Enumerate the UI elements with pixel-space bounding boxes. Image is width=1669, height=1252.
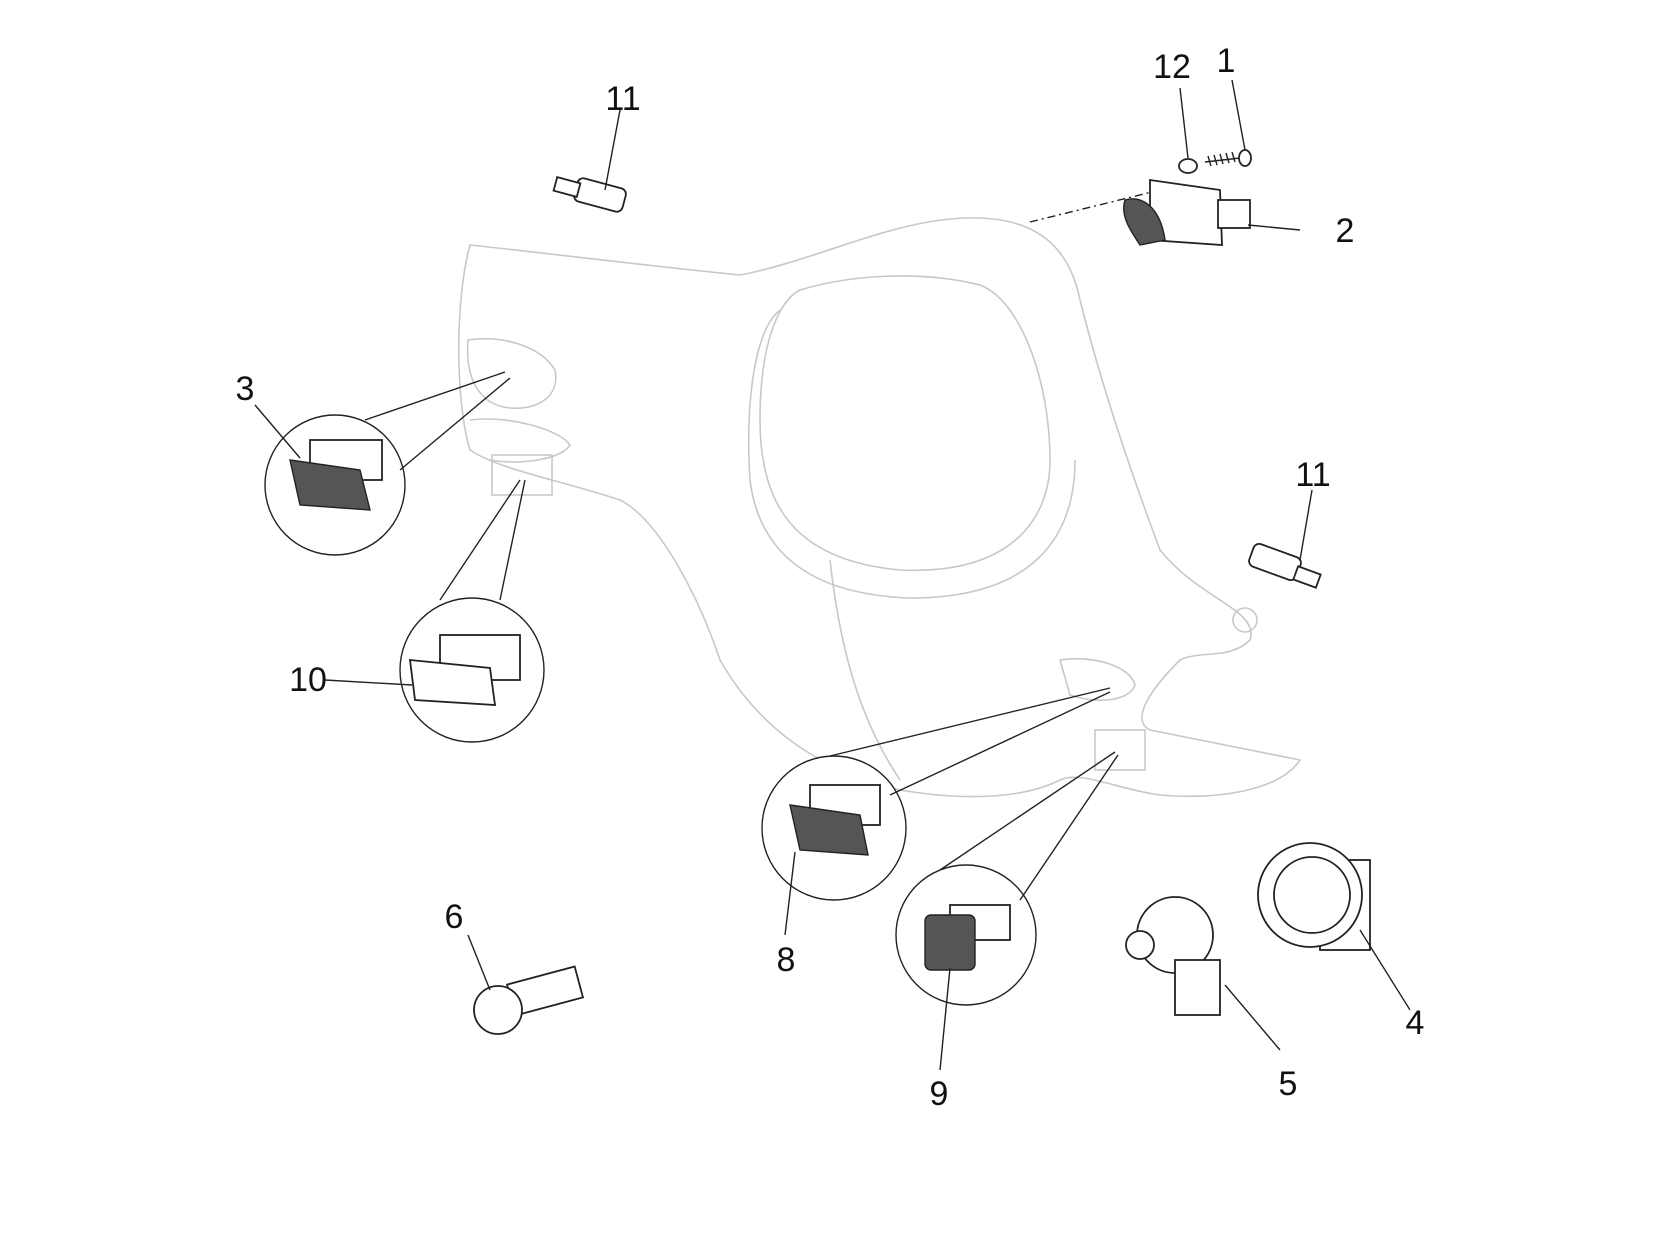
callout-leader-lines [254,79,1411,1071]
part-11-top-sensor[interactable] [552,176,628,213]
part-12-washer[interactable] [1178,158,1198,174]
callout-labels: 11 12 1 2 3 11 10 6 8 9 5 4 [236,42,1425,1113]
callout-2: 2 [1336,212,1355,250]
callout-8: 8 [777,941,796,979]
callout-4: 4 [1406,1004,1425,1042]
inset-leader-lines [364,189,1161,901]
part-10-switch[interactable] [408,634,521,706]
callout-1: 1 [1217,42,1236,80]
part-1-screw[interactable] [1204,149,1252,167]
part-8-switch[interactable] [789,784,881,856]
callout-11-right: 11 [1295,456,1330,494]
part-4-ring[interactable] [1257,842,1371,951]
part-5-ignition-switch[interactable] [1125,896,1221,1016]
callout-11-top: 11 [605,80,640,118]
part-9-switch[interactable] [924,904,1011,971]
callout-3: 3 [236,370,255,408]
callout-6: 6 [445,898,464,936]
part-2-switch[interactable] [1123,178,1251,246]
callout-5: 5 [1279,1065,1298,1103]
callout-10: 10 [289,661,327,699]
part-11-right-sensor[interactable] [1247,542,1322,589]
part-6-socket[interactable] [473,965,585,1035]
callout-9: 9 [930,1075,949,1113]
callout-12: 12 [1153,48,1191,86]
handlebar-cover-outline [457,217,1302,798]
part-3-switch[interactable] [289,439,383,511]
